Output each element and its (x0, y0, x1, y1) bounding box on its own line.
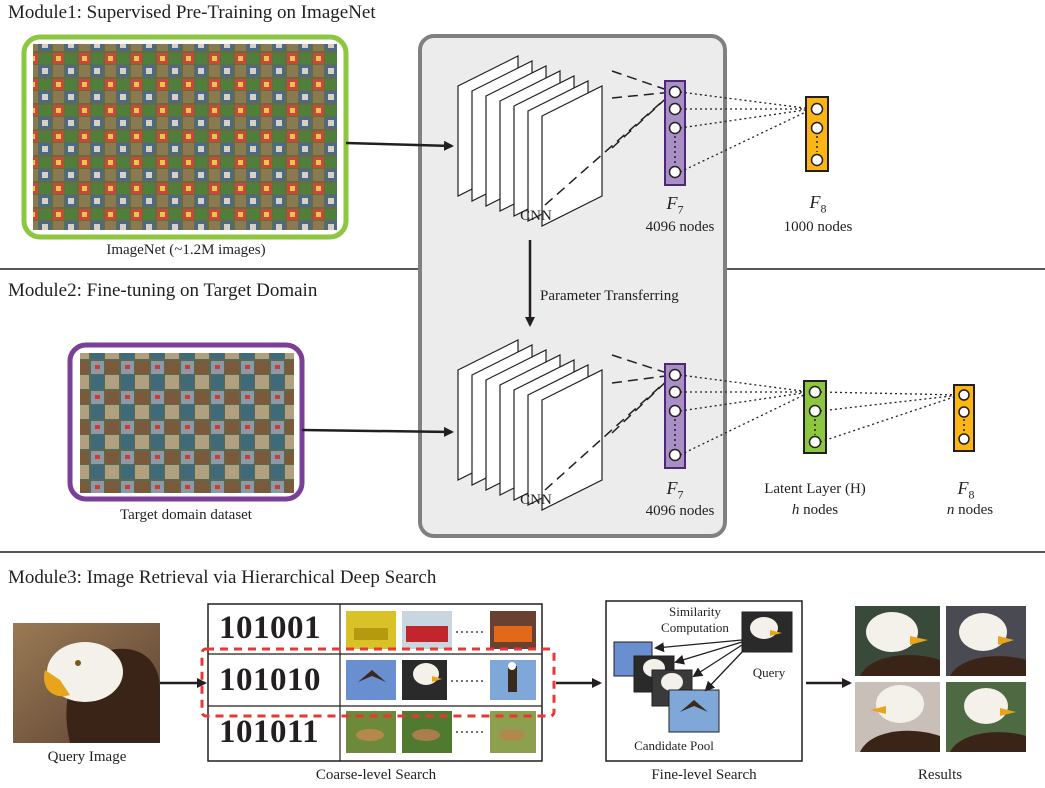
similarity-label-1: Similarity (669, 604, 721, 619)
f7-to-latent-connections (679, 374, 811, 456)
cnn-label-module2: CNN (520, 492, 552, 508)
query-image-caption: Query Image (47, 749, 127, 765)
arrow-imagenet-to-cnn (345, 140, 454, 151)
cnn-stack-module1 (457, 55, 603, 227)
f7-to-f8-connections (679, 91, 813, 173)
results-grid (855, 606, 1026, 752)
selected-bucket-highlight (200, 647, 556, 718)
cnn-stack-module2 (457, 339, 603, 511)
candidate-pool-label: Candidate Pool (634, 738, 714, 753)
latent-layer (803, 380, 827, 454)
latent-layer-title: Latent Layer (H) (764, 481, 866, 497)
coarse-row3-images (346, 711, 536, 753)
cnn-feature-map (541, 369, 603, 511)
module3-title: Module3: Image Retrieval via Hierarchica… (8, 567, 437, 588)
similarity-arrows (654, 639, 745, 692)
latent-layer-nodes: h nodes (791, 502, 839, 518)
latent-to-f8-connections (819, 391, 961, 443)
f8-symbol-module2: F8 (957, 478, 975, 502)
parameter-transfer-label: Parameter Transferring (540, 288, 679, 304)
similarity-label-2: Computation (661, 620, 729, 635)
results-caption: Results (917, 767, 963, 783)
f7-nodes-module2: 4096 nodes (645, 503, 715, 519)
query-label: Query (752, 665, 786, 680)
cnn-to-f7-connectors-1 (544, 70, 674, 206)
f8-nodes-module2: n nodes (946, 502, 994, 518)
f7-nodes-module1: 4096 nodes (645, 219, 715, 235)
cnn-to-f7-connectors-2 (544, 354, 674, 491)
f7-layer-module1 (664, 80, 686, 186)
coarse-row1-images (346, 611, 536, 649)
imagenet-mosaic (21, 34, 349, 240)
fine-search-box (605, 600, 803, 762)
f8-layer-module1 (805, 96, 829, 172)
f7-layer-module2 (664, 363, 686, 469)
cnn-label-module1: CNN (520, 208, 552, 224)
query-eagle-image (13, 623, 160, 743)
coarse-search-caption: Coarse-level Search (315, 767, 437, 783)
imagenet-caption: ImageNet (~1.2M images) (106, 242, 266, 258)
coarse-row2-images (346, 660, 536, 700)
module2-title: Module2: Fine-tuning on Target Domain (8, 280, 318, 301)
f7-symbol-module1: F7 (666, 193, 684, 217)
arrow-target-to-cnn (301, 426, 454, 437)
f8-nodes-module1: 1000 nodes (783, 219, 853, 235)
cnn-feature-map (541, 85, 603, 227)
target-dataset-caption: Target domain dataset (120, 507, 252, 523)
f8-layer-module2 (953, 384, 975, 452)
hash-code-3: 101011 (219, 714, 320, 750)
f8-symbol-module1: F8 (809, 192, 827, 216)
module1-title: Module1: Supervised Pre-Training on Imag… (8, 2, 376, 23)
fine-search-caption: Fine-level Search (651, 767, 757, 783)
hash-code-1: 101001 (219, 610, 321, 646)
target-domain-mosaic (67, 342, 305, 502)
hash-code-2: 101010 (219, 662, 321, 698)
f7-symbol-module2: F7 (666, 478, 684, 502)
